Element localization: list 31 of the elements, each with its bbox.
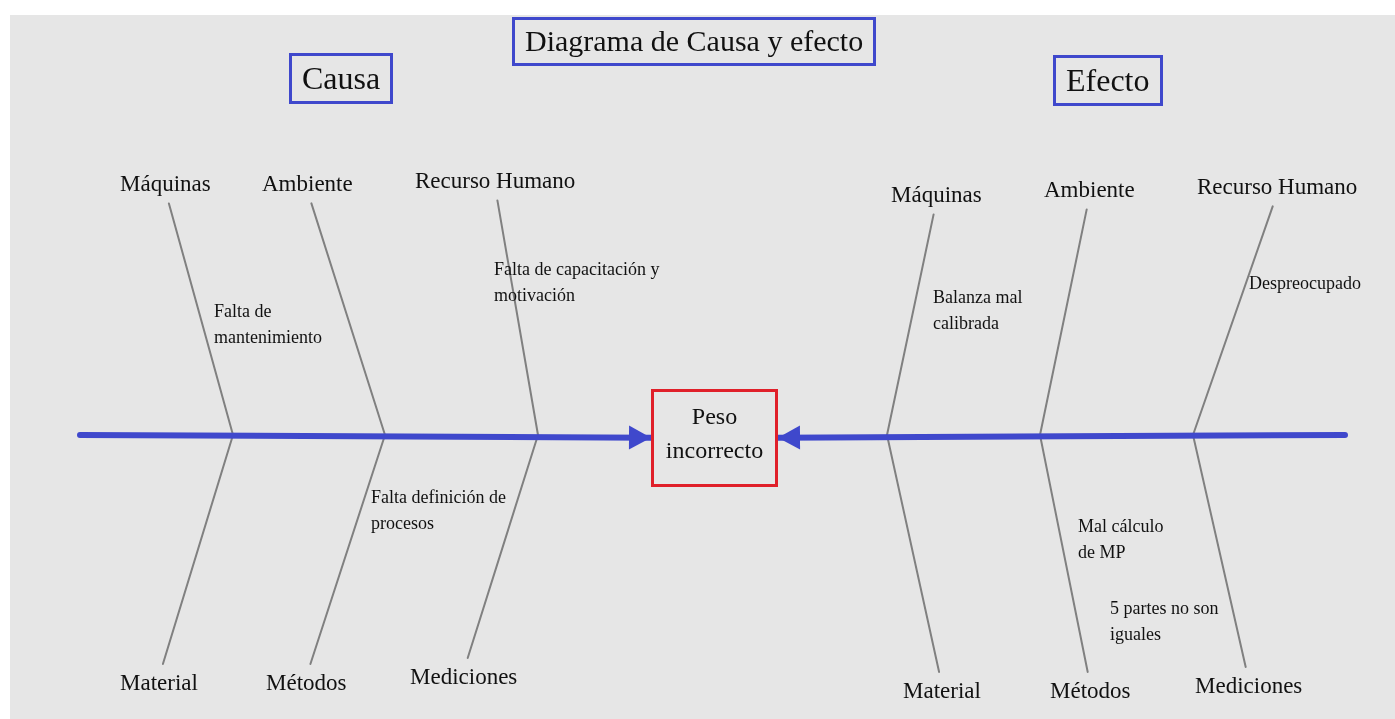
cause-text: Balanza mal calibrada xyxy=(933,286,1024,336)
cause-text: Falta de capacitación y motivación xyxy=(494,258,661,308)
title-box: Diagrama de Causa y efecto xyxy=(512,17,877,66)
category-label: Material xyxy=(120,670,198,697)
bone-line xyxy=(310,202,386,436)
cause-text: Falta de mantenimiento xyxy=(214,300,323,350)
category-label: Máquinas xyxy=(120,171,211,198)
heading-box: Efecto xyxy=(1053,55,1163,106)
category-label: Recurso Humano xyxy=(415,168,576,195)
bone-line xyxy=(496,199,539,436)
cause-text: Falta definición de procesos xyxy=(371,486,506,536)
cause-text: Despreocupado xyxy=(1249,272,1362,295)
category-label: Mediciones xyxy=(410,664,518,691)
arrow xyxy=(775,425,1348,450)
category-label: Material xyxy=(903,678,981,705)
cause-text: Mal cálculo de MP xyxy=(1078,515,1165,565)
bone-line xyxy=(167,202,234,436)
category-label: Ambiente xyxy=(1044,177,1135,204)
category-label: Ambiente xyxy=(262,171,353,198)
heading-box: Causa xyxy=(289,53,394,104)
bone-line xyxy=(1039,208,1088,436)
category-label: Mediciones xyxy=(1195,673,1303,700)
bone-line xyxy=(886,213,935,436)
arrow xyxy=(77,425,654,450)
cause-text: 5 partes no son iguales xyxy=(1110,597,1220,647)
category-label: Recurso Humano xyxy=(1197,174,1358,201)
category-label: Métodos xyxy=(266,670,347,697)
effect-box: Peso incorrecto xyxy=(651,389,778,487)
bone-line xyxy=(1192,205,1274,436)
category-label: Métodos xyxy=(1050,678,1131,705)
category-label: Máquinas xyxy=(891,182,982,209)
